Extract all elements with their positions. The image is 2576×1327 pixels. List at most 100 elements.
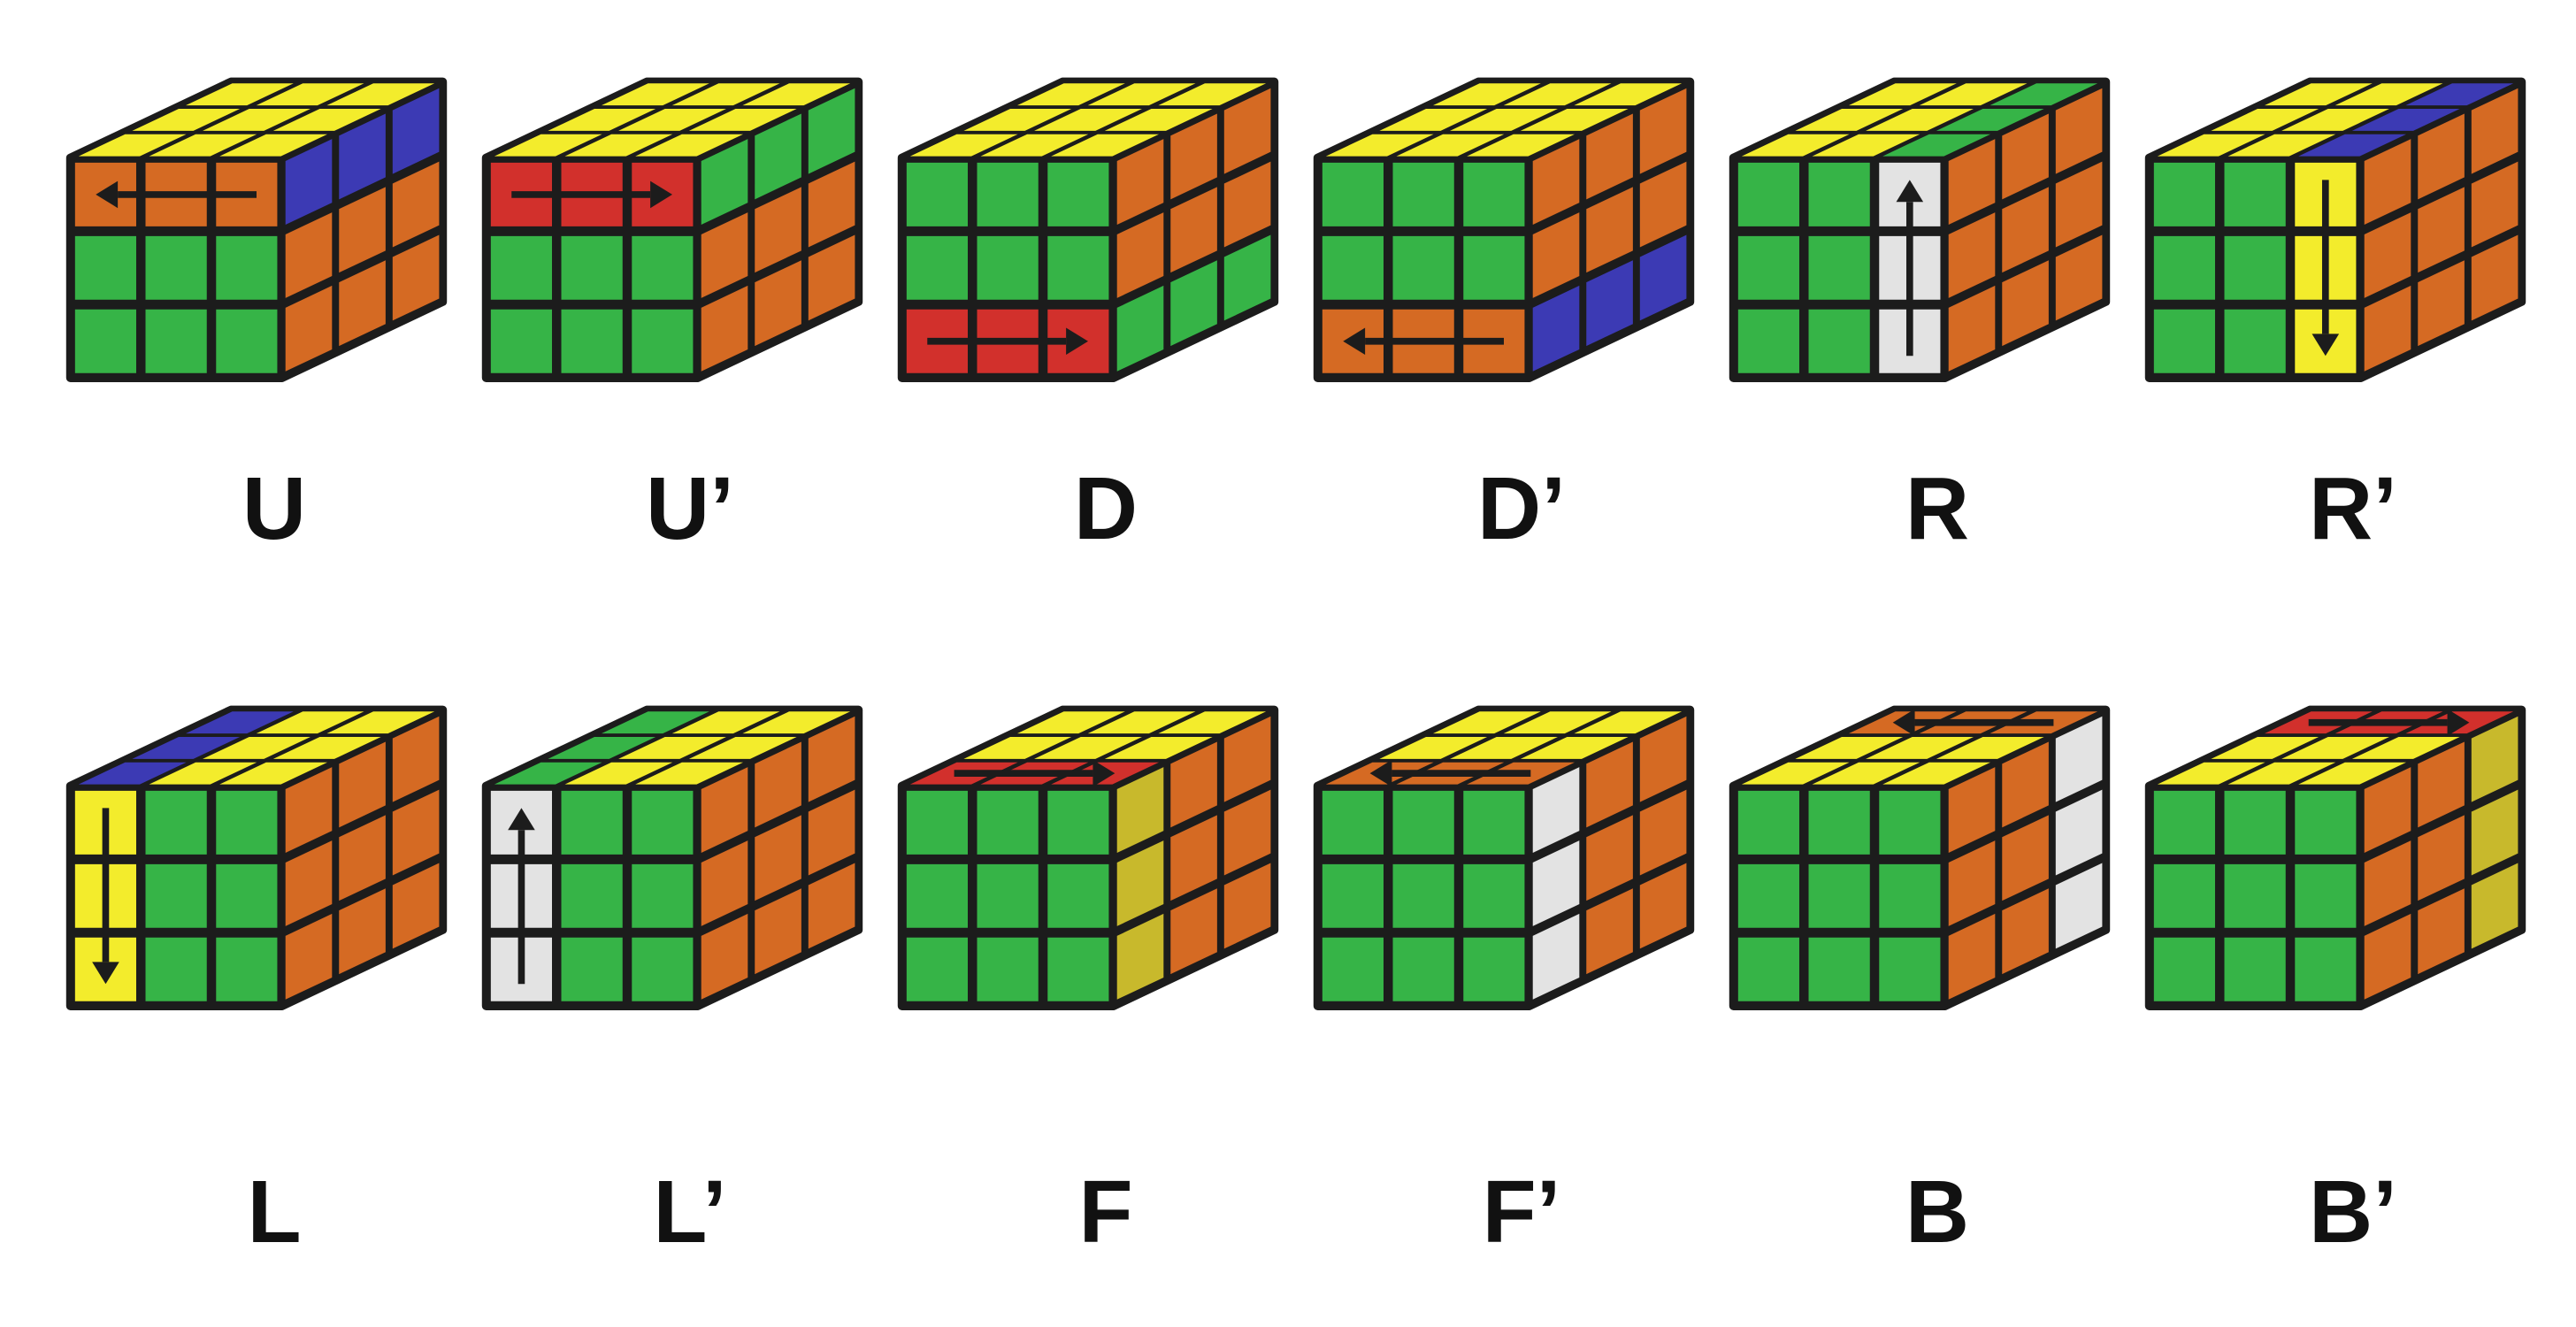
right-sticker: [392, 161, 440, 248]
right-sticker: [1532, 913, 1580, 1000]
front-sticker: [1463, 162, 1525, 226]
top-sticker: [219, 134, 328, 157]
front-sticker: [2224, 162, 2286, 226]
top-sticker: [2211, 109, 2319, 131]
move-label-l: L: [247, 1162, 302, 1262]
top-sticker: [1812, 762, 1920, 785]
front-sticker: [977, 790, 1039, 855]
right-sticker: [2002, 187, 2049, 273]
right-sticker: [1948, 139, 1996, 226]
right-sticker: [1586, 187, 1633, 273]
right-sticker: [339, 187, 386, 273]
top-sticker: [1051, 134, 1160, 157]
top-sticker: [203, 109, 310, 131]
front-sticker: [632, 937, 694, 1001]
top-sticker: [2264, 83, 2373, 106]
top-sticker: [548, 109, 656, 131]
right-sticker: [1948, 840, 1996, 926]
move-label-b-prime: B’: [2309, 1162, 2397, 1262]
right-sticker: [1170, 888, 1217, 975]
top-sticker: [2334, 83, 2443, 106]
cube-d-prime: [1313, 77, 1695, 382]
top-sticker: [635, 134, 744, 157]
top-sticker: [272, 737, 381, 759]
right-sticker: [285, 285, 333, 372]
right-sticker: [1223, 234, 1271, 321]
right-sticker: [701, 285, 748, 372]
front-sticker: [1322, 937, 1384, 1001]
right-sticker: [2418, 113, 2465, 200]
top-sticker: [2227, 762, 2336, 785]
right-sticker: [2471, 716, 2518, 802]
top-sticker: [980, 134, 1089, 157]
cube-b-prime: [2144, 705, 2526, 1010]
front-sticker: [977, 863, 1039, 928]
right-sticker: [339, 260, 386, 347]
top-sticker: [688, 737, 797, 759]
arrow-down-icon: [92, 962, 119, 985]
top-sticker: [326, 83, 435, 106]
front-sticker: [906, 937, 968, 1001]
front-sticker: [490, 235, 552, 300]
top-sticker: [909, 134, 1018, 157]
right-sticker: [2055, 161, 2103, 248]
top-sticker: [1866, 109, 1974, 131]
front-sticker: [1808, 937, 1870, 1001]
top-sticker: [1016, 711, 1125, 734]
right-sticker: [1223, 863, 1271, 949]
right-sticker: [2002, 741, 2049, 828]
top-sticker: [1919, 83, 2028, 106]
right-sticker: [285, 212, 333, 298]
arrow-right-icon: [650, 180, 672, 209]
front-sticker: [1392, 937, 1454, 1001]
right-sticker: [1639, 716, 1687, 802]
move-label-b: B: [1905, 1162, 1970, 1262]
arrow-right-icon: [1092, 759, 1116, 787]
right-sticker: [392, 863, 440, 949]
top-sticker: [185, 83, 294, 106]
move-label-u-prime: U’: [646, 459, 734, 558]
top-sticker: [256, 711, 364, 734]
right-sticker: [1170, 187, 1217, 273]
front-sticker: [145, 937, 207, 1001]
top-sticker: [618, 109, 726, 131]
top-sticker: [1379, 109, 1488, 131]
front-sticker: [1047, 937, 1109, 1001]
right-sticker: [1586, 741, 1633, 828]
move-label-u: U: [242, 459, 307, 558]
front-sticker: [216, 235, 278, 300]
right-sticker: [285, 767, 333, 854]
right-sticker: [755, 260, 801, 347]
right-sticker: [808, 863, 855, 949]
top-sticker: [1016, 83, 1125, 106]
cube-d: [897, 77, 1279, 382]
right-sticker: [2002, 113, 2049, 200]
front-sticker: [216, 863, 278, 928]
front-sticker: [906, 863, 968, 928]
front-sticker: [2295, 790, 2357, 855]
right-sticker: [2418, 741, 2465, 828]
cube-b: [1729, 705, 2111, 1010]
right-sticker: [1586, 113, 1633, 200]
top-sticker: [1325, 134, 1434, 157]
front-sticker: [1463, 235, 1525, 300]
front-sticker: [1808, 790, 1870, 855]
top-sticker: [601, 711, 709, 734]
right-sticker: [1586, 815, 1633, 901]
right-sticker: [2364, 212, 2411, 298]
right-sticker: [339, 741, 386, 828]
right-sticker: [1170, 260, 1217, 347]
right-sticker: [2364, 139, 2411, 226]
front-sticker: [1879, 863, 1941, 928]
front-sticker: [1808, 863, 1870, 928]
right-sticker: [701, 913, 748, 1000]
front-sticker: [561, 863, 623, 928]
front-sticker: [1737, 162, 1799, 226]
top-sticker: [2351, 737, 2460, 759]
top-sticker: [149, 134, 257, 157]
right-sticker: [1223, 789, 1271, 876]
right-sticker: [1116, 212, 1164, 298]
top-sticker: [1741, 762, 1850, 785]
arrow-up-icon: [508, 808, 535, 831]
front-sticker: [1463, 863, 1525, 928]
